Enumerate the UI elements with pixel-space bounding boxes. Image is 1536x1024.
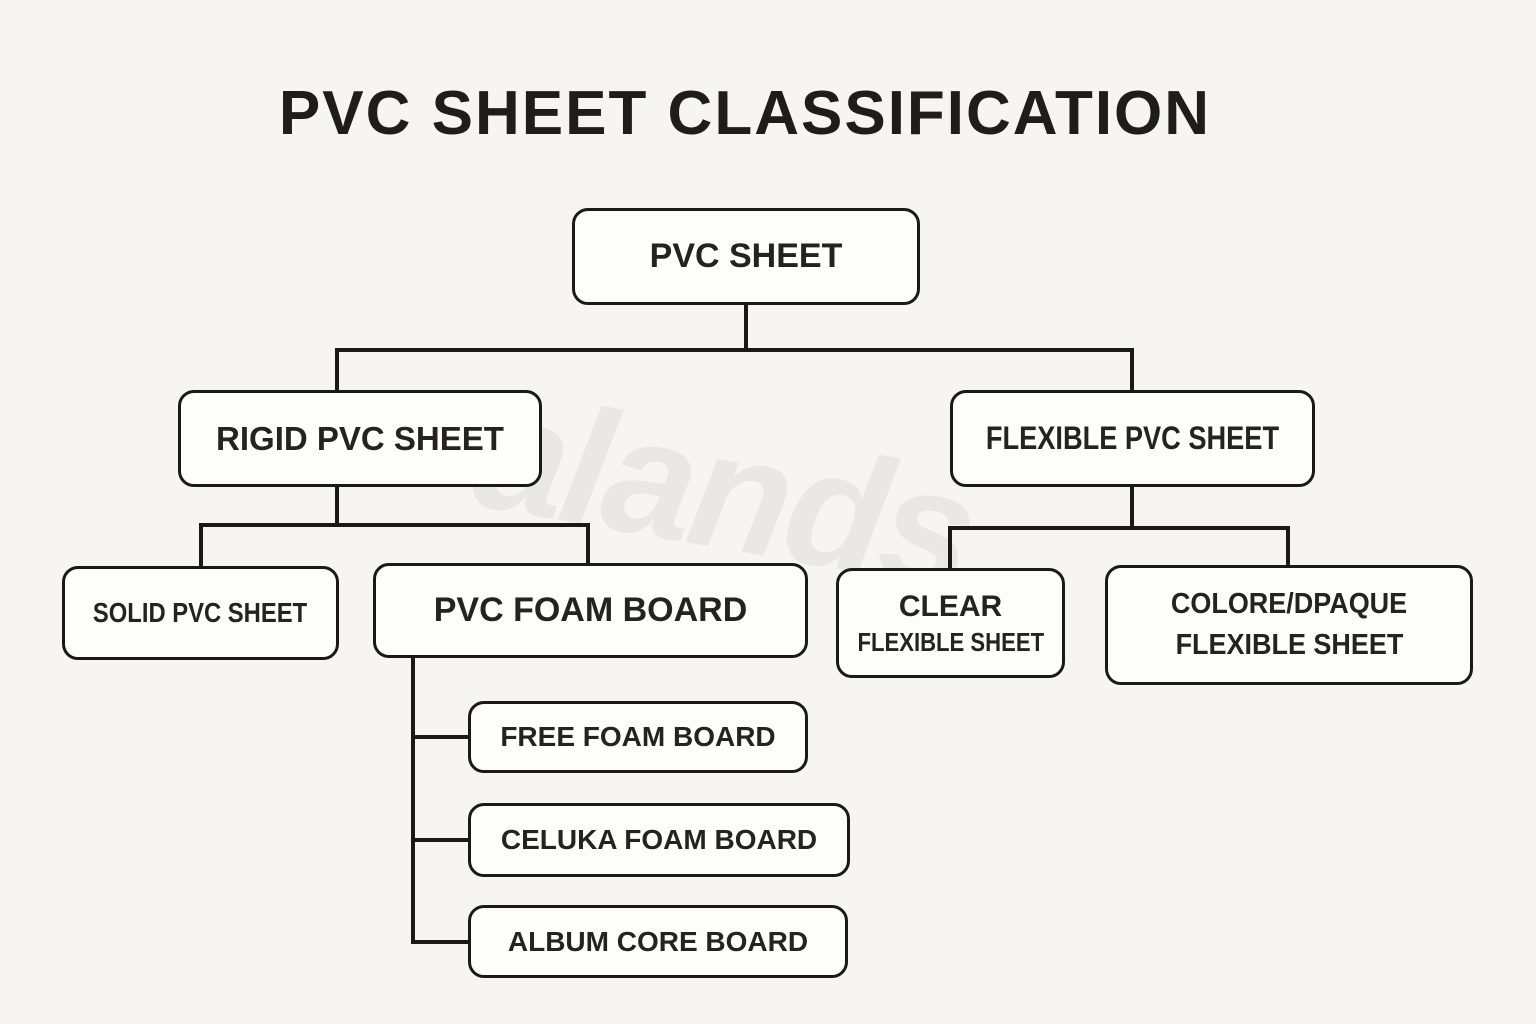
connector-drop-flexible <box>1130 348 1134 392</box>
page-title: PVC SHEET CLASSIFICATION <box>278 79 1212 148</box>
node-colored-opaque-flexible-sheet: COLORE/DPAQUE FLEXIBLE SHEET <box>1105 565 1473 685</box>
connector-drop-clear <box>948 526 952 570</box>
node-celuka-foam-board: CELUKA FOAM BOARD <box>468 803 850 877</box>
node-pvc-sheet: PVC SHEET <box>572 208 920 305</box>
node-rigid-pvc-sheet: RIGID PVC SHEET <box>178 390 542 487</box>
node-pvc-foam-board: PVC FOAM BOARD <box>373 563 808 658</box>
node-rigid-pvc-sheet-label: RIGID PVC SHEET <box>216 419 504 457</box>
connector-stub-album <box>411 940 469 944</box>
connector-drop-solid <box>199 523 203 568</box>
node-clear-flexible-sheet-line2: FLEXIBLE SHEET <box>857 626 1044 657</box>
node-clear-flexible-sheet: CLEAR FLEXIBLE SHEET <box>836 568 1065 678</box>
node-flexible-pvc-sheet-label: FLEXIBLE PVC SHEET <box>985 420 1280 456</box>
node-album-core-board: ALBUM CORE BOARD <box>468 905 848 978</box>
connector-flexible-stem <box>1130 486 1134 529</box>
node-free-foam-board-label: FREE FOAM BOARD <box>500 721 776 752</box>
connector-rigid-rail <box>199 523 590 527</box>
node-album-core-board-label: ALBUM CORE BOARD <box>507 925 809 957</box>
connector-stub-celuka <box>411 838 469 842</box>
node-solid-pvc-sheet: SOLID PVC SHEET <box>62 566 339 660</box>
node-colored-opaque-flexible-sheet-line1: COLORE/DPAQUE <box>1170 588 1408 621</box>
connector-root-stem <box>744 305 748 351</box>
node-flexible-pvc-sheet: FLEXIBLE PVC SHEET <box>950 390 1315 487</box>
node-free-foam-board: FREE FOAM BOARD <box>468 701 808 773</box>
connector-flexible-rail <box>948 526 1290 530</box>
node-colored-opaque-flexible-sheet-line2: FLEXIBLE SHEET <box>1175 629 1403 661</box>
node-solid-pvc-sheet-label: SOLID PVC SHEET <box>93 597 308 628</box>
connector-drop-foam <box>586 523 590 565</box>
node-pvc-foam-board-label: PVC FOAM BOARD <box>433 591 748 629</box>
node-clear-flexible-sheet-line1: CLEAR <box>898 590 1003 623</box>
connector-drop-colored <box>1286 526 1290 567</box>
node-pvc-sheet-label: PVC SHEET <box>649 237 843 275</box>
connector-drop-rigid <box>335 348 339 392</box>
connector-stub-free <box>411 735 469 739</box>
connector-rigid-stem <box>335 486 339 526</box>
node-celuka-foam-board-label: CELUKA FOAM BOARD <box>500 824 818 855</box>
connector-foam-stem <box>411 657 415 944</box>
connector-top-rail <box>335 348 1134 352</box>
